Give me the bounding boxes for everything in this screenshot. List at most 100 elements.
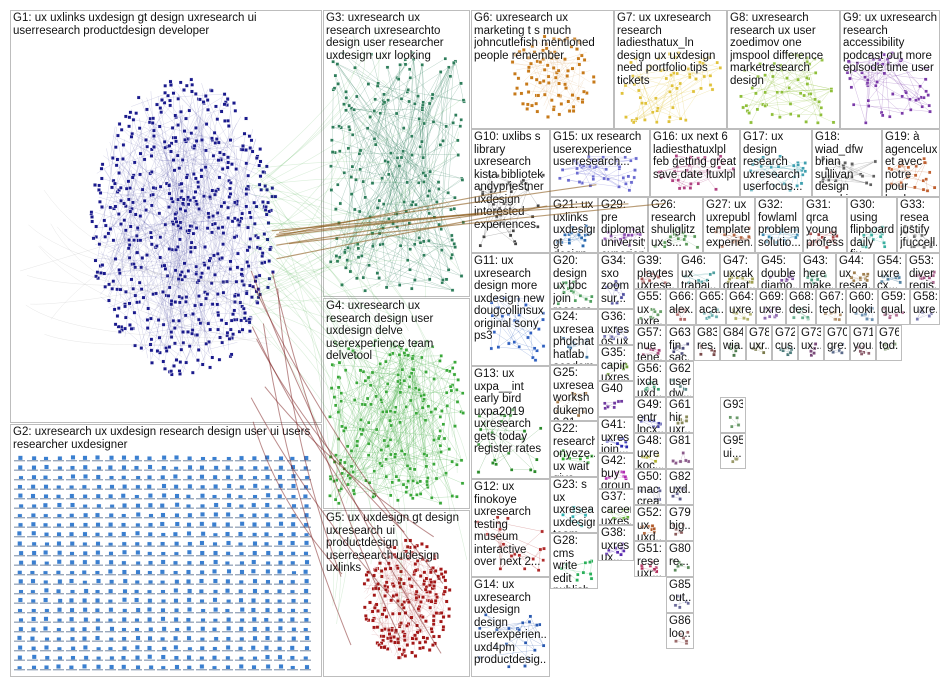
edge xyxy=(635,62,701,121)
node xyxy=(133,293,138,298)
node xyxy=(432,377,436,381)
group-nodes xyxy=(854,306,875,322)
node xyxy=(638,316,643,321)
node-label-mark xyxy=(157,583,168,585)
node xyxy=(30,589,36,595)
node xyxy=(43,570,48,576)
edge xyxy=(210,342,238,350)
node xyxy=(656,275,661,279)
node xyxy=(243,311,247,315)
edge xyxy=(871,66,883,116)
node xyxy=(903,224,907,229)
node xyxy=(43,597,49,603)
node xyxy=(180,201,185,206)
node xyxy=(122,484,128,490)
node xyxy=(225,522,231,528)
node xyxy=(265,492,271,498)
node-label-mark xyxy=(118,460,129,462)
node xyxy=(264,635,270,641)
edge xyxy=(822,162,840,182)
node xyxy=(390,611,395,616)
node xyxy=(264,455,270,460)
edge xyxy=(383,67,449,205)
node xyxy=(718,154,723,159)
edge xyxy=(721,239,748,247)
node xyxy=(656,351,660,356)
node xyxy=(708,83,713,87)
node xyxy=(212,597,218,603)
node xyxy=(377,198,382,203)
edge xyxy=(363,140,458,182)
node-label-mark xyxy=(53,479,64,481)
node-label-mark xyxy=(118,545,129,547)
node xyxy=(277,474,283,480)
node-label-mark xyxy=(183,621,194,623)
edge xyxy=(367,64,406,129)
edge xyxy=(765,103,791,107)
node xyxy=(878,234,883,239)
node-label-mark xyxy=(66,612,77,614)
node-label-mark xyxy=(118,659,129,661)
node xyxy=(199,168,204,173)
node xyxy=(813,71,818,75)
node xyxy=(336,501,341,506)
edge xyxy=(531,36,556,96)
node xyxy=(826,178,831,182)
edge xyxy=(771,69,810,95)
node xyxy=(880,279,884,284)
node xyxy=(200,511,206,517)
node xyxy=(210,355,215,360)
node xyxy=(532,50,537,55)
node xyxy=(894,313,899,317)
node xyxy=(929,311,934,316)
edge xyxy=(206,107,226,115)
node xyxy=(841,186,846,191)
node xyxy=(129,326,134,331)
node xyxy=(814,274,819,278)
edge xyxy=(141,108,204,309)
edge xyxy=(112,107,170,176)
node xyxy=(235,265,240,270)
node xyxy=(335,182,340,187)
edge xyxy=(170,86,232,151)
node xyxy=(212,568,218,574)
node xyxy=(186,597,192,603)
edge xyxy=(96,246,249,278)
edge xyxy=(129,137,208,327)
node xyxy=(429,599,434,604)
node-label-mark xyxy=(183,536,194,538)
edge xyxy=(541,52,581,98)
edge xyxy=(494,452,509,461)
node xyxy=(336,437,341,441)
node xyxy=(134,530,140,536)
node xyxy=(851,102,856,107)
node-label-mark xyxy=(79,469,90,471)
node xyxy=(689,182,693,186)
node xyxy=(108,542,114,548)
edge xyxy=(835,161,876,181)
edge xyxy=(381,63,455,179)
node xyxy=(346,146,351,151)
node xyxy=(768,308,773,313)
node xyxy=(864,181,869,185)
node xyxy=(914,98,918,102)
node xyxy=(127,255,132,260)
node-label-mark xyxy=(105,555,116,557)
node xyxy=(194,264,199,269)
node xyxy=(887,166,891,171)
node-label-mark xyxy=(118,593,129,595)
node xyxy=(330,138,334,142)
node xyxy=(186,269,191,273)
node xyxy=(434,476,439,481)
node xyxy=(240,327,245,332)
node-label-mark xyxy=(131,488,142,490)
node xyxy=(213,559,219,565)
node xyxy=(888,54,893,59)
edge xyxy=(115,209,165,350)
node xyxy=(334,254,339,258)
node xyxy=(239,521,245,527)
node xyxy=(216,327,220,332)
node xyxy=(686,67,691,71)
node xyxy=(245,260,250,264)
node xyxy=(708,74,713,78)
